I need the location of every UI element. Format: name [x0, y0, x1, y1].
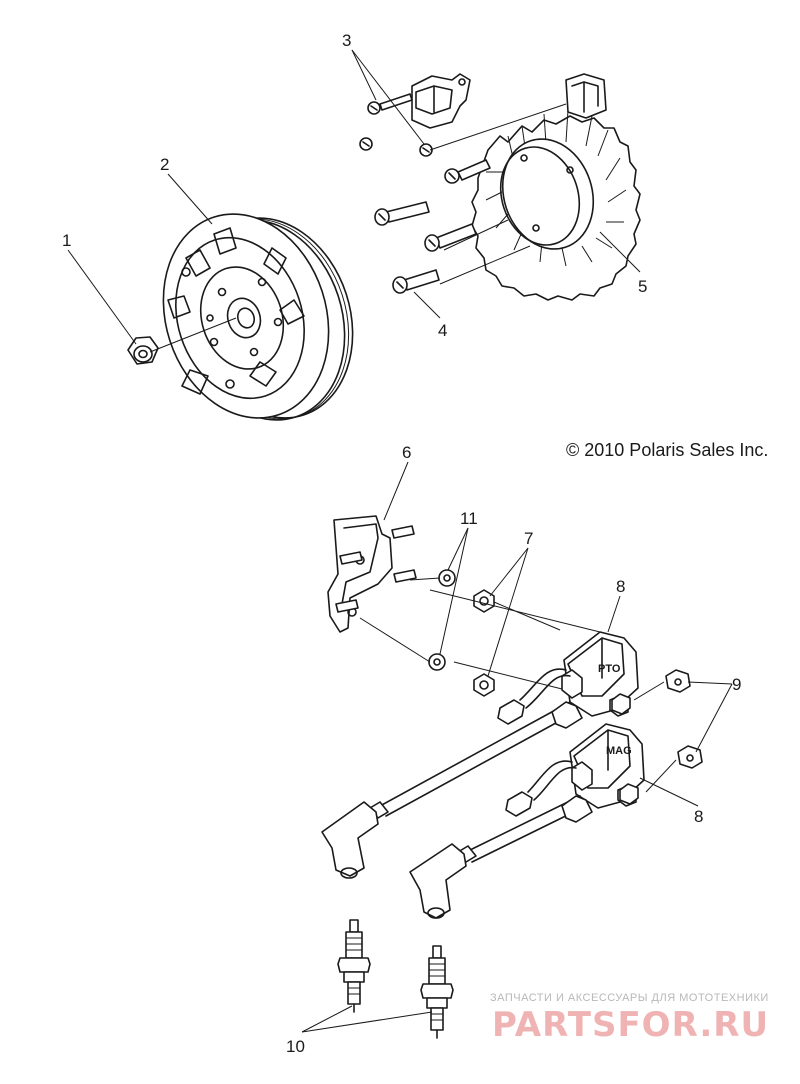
sensor-screw-3: [419, 143, 433, 157]
spark-plug-right: [420, 945, 454, 1039]
callout-8-mag: 8: [694, 807, 703, 826]
spark-plug-left: [337, 919, 371, 1013]
coil-nut-lower: [677, 745, 703, 769]
callout-8-pto: 8: [616, 577, 625, 596]
callout-11: 11: [460, 509, 478, 528]
sensor-screw-1: [367, 93, 413, 115]
coil-label-mag: MAG: [606, 745, 632, 757]
callout-3: 3: [342, 31, 351, 50]
stator-bolt-3: [424, 223, 477, 252]
sensor-screw-2: [359, 137, 373, 151]
callout-4: 4: [438, 321, 447, 340]
stator-bolt-4: [392, 269, 440, 294]
coil-nut-mag-side: [619, 783, 639, 805]
coil-nut-upper: [665, 669, 691, 693]
washer-lower: [428, 653, 446, 671]
callout-9: 9: [732, 675, 741, 694]
coil-bracket: [327, 515, 417, 633]
alignment-line-nut-lower: [645, 759, 677, 793]
callout-2: 2: [160, 155, 169, 174]
ht-lead-mag: [409, 795, 593, 919]
callout-5: 5: [638, 277, 647, 296]
coil-screw-lower: [473, 673, 495, 697]
callout-1: 1: [62, 231, 71, 250]
flywheel: [162, 213, 354, 421]
leader-lines: [67, 49, 733, 1033]
callout-10: 10: [286, 1037, 305, 1056]
stator-bolt-2: [374, 201, 430, 226]
watermark-logo: PARTSFOR.RU: [492, 1005, 769, 1045]
coil-nut-pto-side: [611, 693, 631, 715]
pickup-sensor: [411, 73, 471, 129]
washer-upper: [438, 569, 456, 587]
stator-bolt-1: [444, 159, 491, 184]
callout-7: 7: [524, 529, 533, 548]
alignment-lines-upper: [149, 103, 567, 353]
coil-label-pto: PTO: [598, 663, 621, 675]
stator: [471, 73, 641, 301]
alignment-lines-lower: [359, 577, 601, 693]
copyright-notice: © 2010 Polaris Sales Inc.: [566, 440, 768, 460]
coil-screw-upper: [473, 589, 495, 613]
alignment-line-nut-upper: [633, 681, 665, 701]
ht-lead-pto: [321, 701, 583, 879]
watermark-subtitle: ЗАПЧАСТИ И АКСЕССУАРЫ ДЛЯ МОТОТЕХНИКИ: [490, 992, 769, 1004]
callout-6: 6: [402, 443, 411, 462]
